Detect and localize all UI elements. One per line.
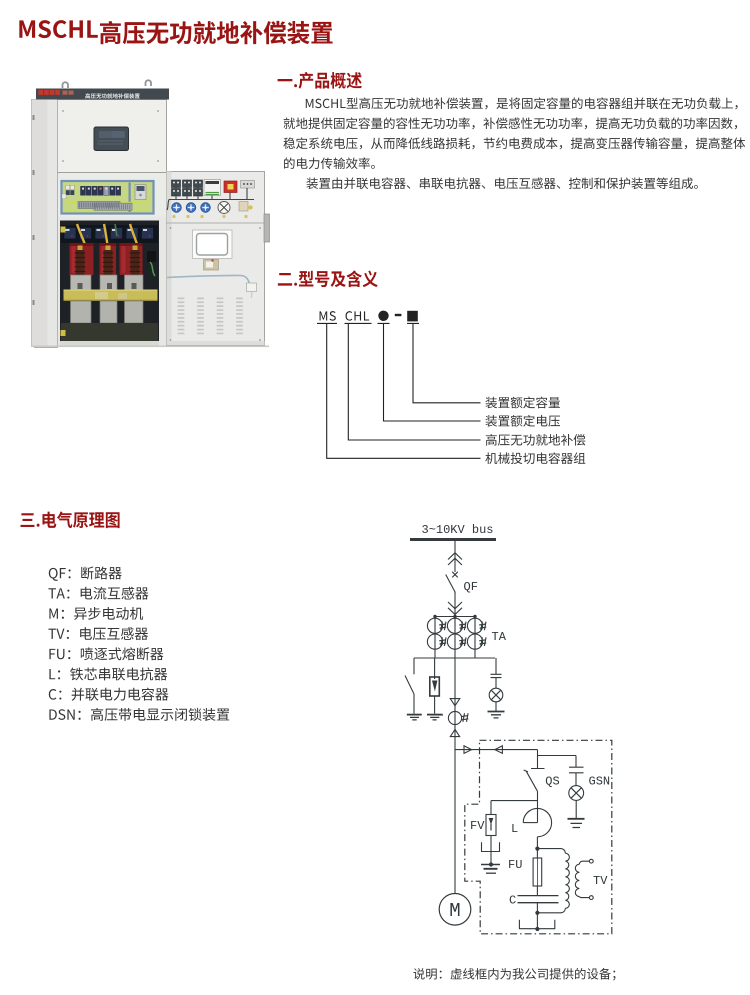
svg-text:QS: QS	[545, 775, 559, 789]
svg-text:FU: FU	[508, 858, 522, 872]
svg-text:C: C	[509, 894, 516, 908]
svg-text:M: M	[449, 900, 460, 922]
svg-text:L: L	[511, 822, 518, 836]
svg-text:GSN: GSN	[589, 775, 611, 789]
svg-text:TV: TV	[593, 874, 608, 888]
svg-text:FV: FV	[470, 819, 485, 833]
svg-text:3~10KV bus: 3~10KV bus	[422, 523, 494, 537]
svg-text:QF: QF	[464, 580, 478, 594]
svg-text:TA: TA	[492, 630, 507, 644]
